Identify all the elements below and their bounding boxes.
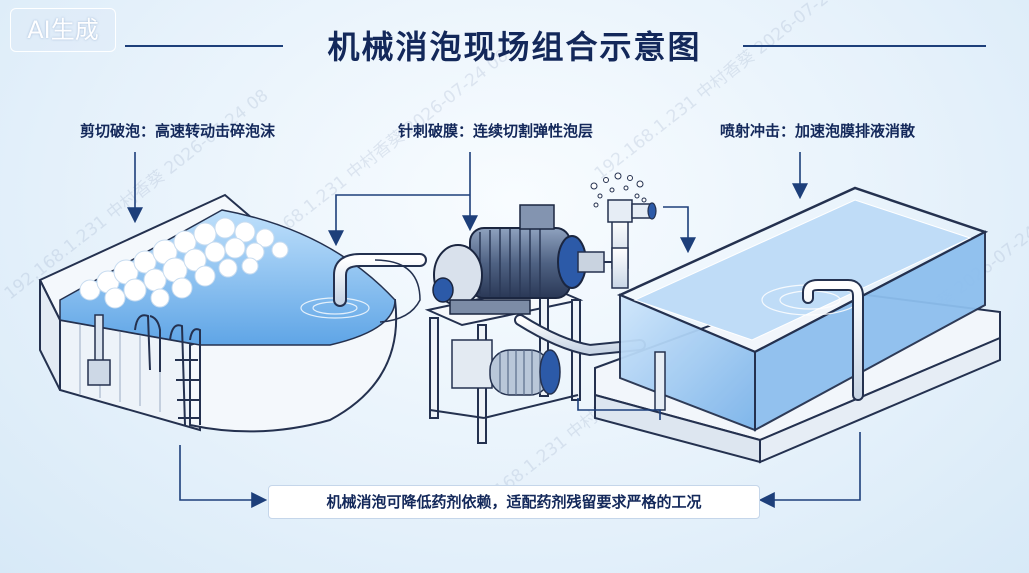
callout-arrows [127,152,861,508]
title-rule-right [743,45,986,47]
page-title: 机械消泡现场组合示意图 [327,28,702,66]
callout-needle-text: 针刺破膜：连续切割弹性泡层 [398,122,594,140]
title-rule-left [125,45,283,47]
callout-jet-text: 喷射冲击：加速泡膜排液消散 [720,122,916,140]
callout-jet: 喷射冲击：加速泡膜排液消散 [720,120,915,141]
left-foam-tank [38,193,427,433]
right-spray-tank [594,186,1001,464]
callout-needle: 针刺破膜：连续切割弹性泡层 [398,120,593,141]
ai-generated-badge: AI生成 [10,8,116,52]
footer-note: 机械消泡可降低药剂依赖，适配药剂残留要求严格的工况 [268,485,760,519]
pump-skid [424,172,657,444]
callout-shear-text: 剪切破泡：高速转动击碎泡沫 [80,122,276,140]
callout-shear: 剪切破泡：高速转动击碎泡沫 [80,120,275,141]
